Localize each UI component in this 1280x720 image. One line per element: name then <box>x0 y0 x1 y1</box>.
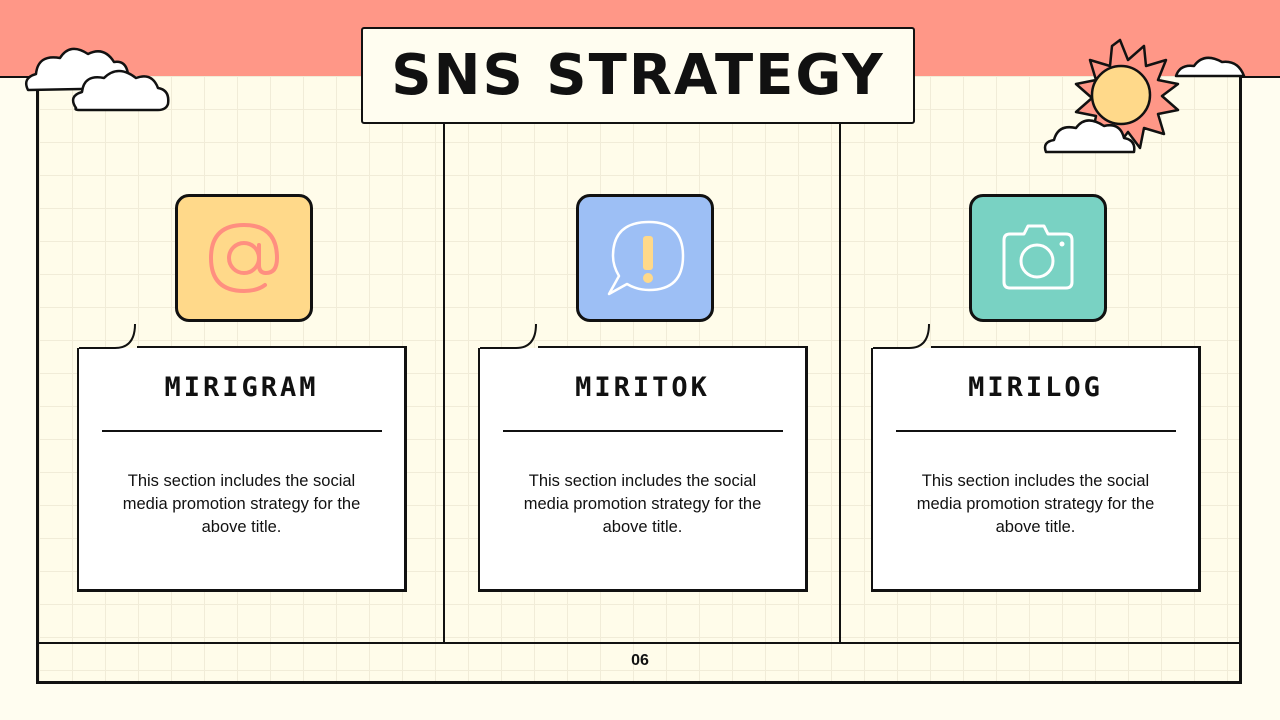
speech-tail <box>79 323 136 349</box>
page-number: 06 <box>631 652 649 669</box>
card-title: MIRITOK <box>575 372 710 403</box>
cloud-icon <box>25 47 170 112</box>
exclamation-bubble-tile <box>576 194 714 322</box>
column-divider <box>839 124 841 643</box>
card-title: MIRILOG <box>968 372 1103 403</box>
column-divider <box>443 124 445 643</box>
exclamation-bubble-icon <box>607 220 685 296</box>
card-title: MIRIGRAM <box>164 372 319 403</box>
speech-tail <box>873 323 930 349</box>
camera-icon <box>1002 224 1074 290</box>
speech-tail <box>480 323 537 349</box>
strategy-card-miritok: MIRITOK This section includes the social… <box>478 323 808 592</box>
strategy-card-mirigram: MIRIGRAM This section includes the socia… <box>77 323 407 592</box>
title-box: SNS STRATEGY <box>361 27 915 124</box>
card-description: This section includes the social media p… <box>916 472 1155 536</box>
sun-icon <box>1043 38 1246 154</box>
footer-divider <box>36 642 1242 644</box>
slide-title: SNS STRATEGY <box>391 43 885 108</box>
at-sign-icon <box>208 222 280 294</box>
at-sign-tile <box>175 194 313 322</box>
camera-tile <box>969 194 1107 322</box>
strategy-card-mirilog: MIRILOG This section includes the social… <box>871 323 1201 592</box>
card-description: This section includes the social media p… <box>523 472 762 536</box>
card-description: This section includes the social media p… <box>122 472 361 536</box>
